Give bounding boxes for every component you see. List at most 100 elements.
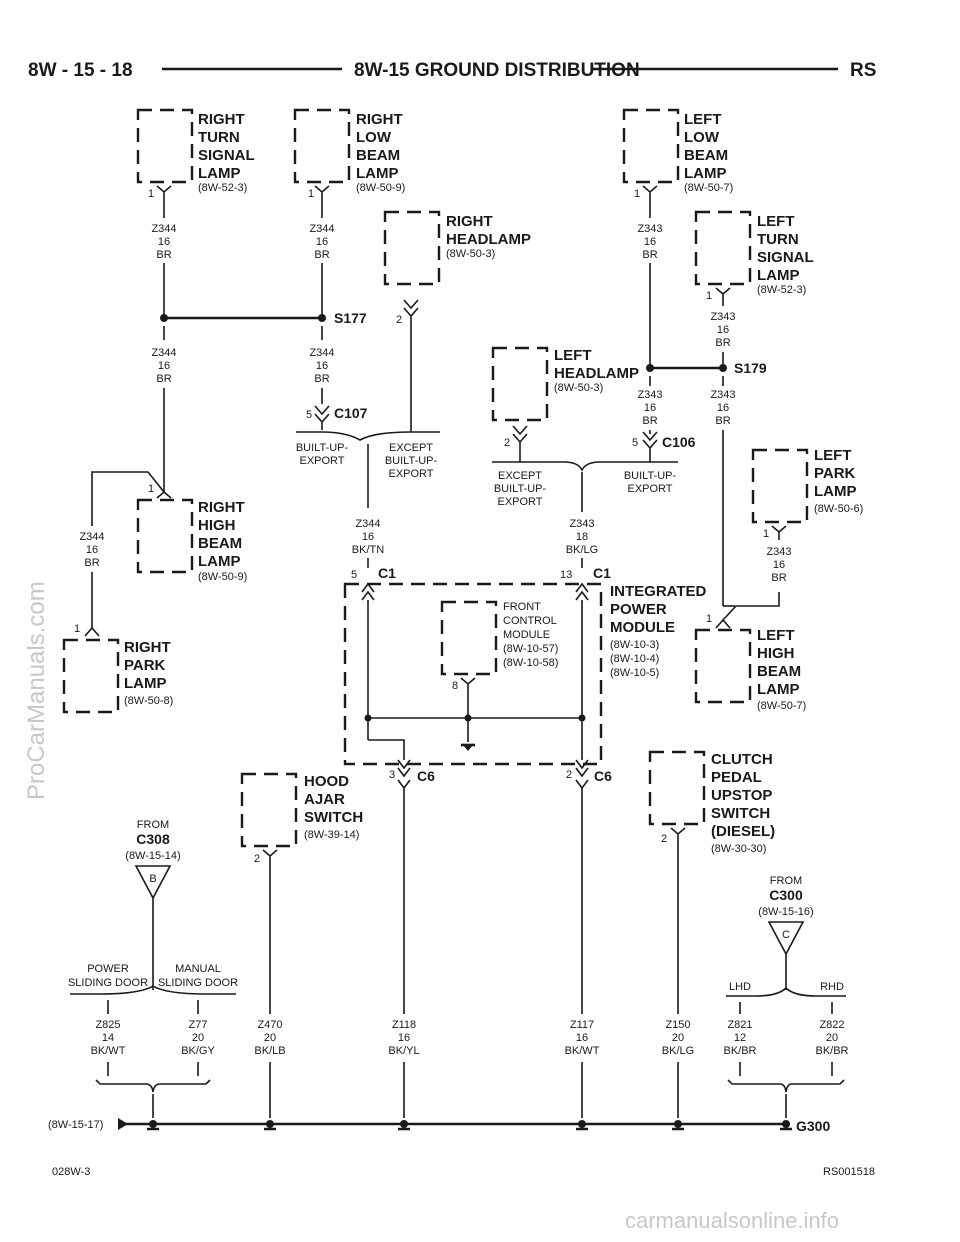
terminal-lhb (715, 618, 731, 629)
name-line-4: LAMP (198, 553, 241, 570)
wire-label-z118: Z118 16 BK/YL (388, 1019, 419, 1057)
c106-label: C106 (662, 434, 696, 450)
wire-label-s179-left: Z343 16 BR (637, 389, 662, 427)
component-box (648, 750, 706, 826)
name-line-3: SWITCH (304, 809, 363, 826)
pin-number: 2 (254, 853, 260, 865)
splice-dot (578, 714, 586, 722)
wire-gauge: 16 (158, 360, 170, 372)
name-line-1: RIGHT (198, 111, 245, 128)
wire-label-rhb: Z344 16 BR (79, 531, 104, 569)
wire-circuit: Z470 (257, 1019, 282, 1031)
right-headlamp: RIGHT HEADLAMP (8W-50-3) 2 (383, 210, 531, 326)
wire-circuit: Z344 (309, 347, 334, 359)
option-line-2: SLIDING DOOR (68, 977, 148, 989)
wire-gauge: 16 (644, 236, 656, 248)
terminal-llb (642, 185, 658, 218)
wire-gauge: 16 (717, 402, 729, 414)
from-letter: B (149, 873, 156, 885)
name-line-4: LAMP (684, 165, 727, 182)
wire-circuit: Z343 (766, 546, 791, 558)
wire-label-z470: Z470 20 BK/LB (254, 1019, 285, 1057)
wire-circuit: Z117 (570, 1019, 594, 1031)
option-builtup-export-2: BUILT-UP- EXPORT (624, 470, 677, 495)
component-box (383, 210, 441, 286)
pin-number: 8 (452, 680, 458, 692)
name-line-3: MODULE (610, 619, 675, 636)
reference-3: (8W-10-5) (610, 667, 659, 679)
wire-label-z77: Z77 20 BK/GY (181, 1019, 215, 1057)
splice-dot (782, 1120, 790, 1128)
wire-circuit: Z821 (727, 1019, 752, 1031)
name-line-1: FRONT (503, 601, 541, 613)
splice-dot (674, 1120, 682, 1128)
reference: (8W-50-9) (356, 182, 405, 194)
right-turn-signal-lamp: RIGHT TURN SIGNAL LAMP (8W-52-3) 1 (136, 108, 255, 200)
option-line-2: EXPORT (627, 483, 672, 495)
pin-number: 1 (706, 290, 712, 302)
terminal-lts (715, 287, 731, 306)
name-line-2: LOW (356, 129, 392, 146)
name-line-1: RIGHT (446, 213, 493, 230)
component-box (62, 638, 120, 714)
merge-brace-door (95, 1079, 211, 1093)
name-line-1: RIGHT (124, 639, 171, 656)
pin-number: 2 (396, 314, 402, 326)
option-line-1: MANUAL (175, 963, 221, 975)
front-control-module: FRONT CONTROL MODULE (8W-10-57) (8W-10-5… (440, 600, 558, 692)
wire-circuit: Z150 (665, 1019, 690, 1031)
page-title: 8W-15 GROUND DISTRIBUTION (354, 60, 640, 81)
footer-right-code: RS001518 (823, 1166, 875, 1178)
wire-gauge: 16 (316, 236, 328, 248)
c1-left-label: C1 (378, 565, 396, 581)
pin-number: 1 (148, 483, 154, 495)
ground-symbol (463, 745, 473, 751)
name-line-3: BEAM (684, 147, 728, 164)
splice-dot (464, 714, 472, 722)
name-line-4: LAMP (198, 165, 241, 182)
option-line-2: BUILT-UP- (494, 483, 547, 495)
from-text: FROM (770, 875, 802, 887)
reference: (8W-39-14) (304, 829, 359, 841)
wire-color: BR (642, 415, 657, 427)
reference: (8W-30-30) (711, 843, 766, 855)
reference: (8W-50-8) (124, 695, 173, 707)
splice-dot (318, 314, 326, 322)
wire-gauge: 20 (826, 1032, 838, 1044)
option-except-builtup-2: EXCEPT BUILT-UP- EXPORT (494, 470, 547, 508)
wire-circuit: Z344 (79, 531, 104, 543)
wire-circuit: Z343 (569, 518, 594, 530)
name-line-2: PARK (814, 465, 856, 482)
wire-circuit: Z343 (637, 223, 662, 235)
name-line-1: LEFT (757, 627, 795, 644)
wire-label-s177-left: Z344 16 BR (151, 347, 176, 385)
wire-gauge: 16 (576, 1032, 588, 1044)
left-headlamp: LEFT HEADLAMP (8W-50-3) 2 (491, 346, 639, 449)
option-rhd: RHD (820, 981, 844, 993)
reference: (8W-50-9) (198, 571, 247, 583)
wire-color: BK/GY (181, 1045, 215, 1057)
name-line-3: BEAM (356, 147, 400, 164)
name-line-1: RIGHT (198, 499, 245, 516)
splice-dot (160, 314, 168, 322)
wire-color: BR (642, 249, 657, 261)
wire-gauge: 14 (102, 1032, 114, 1044)
from-text: FROM (137, 819, 169, 831)
option-line-3: EXPORT (497, 496, 542, 508)
wire-segment (368, 739, 405, 760)
terminal-rhb (156, 490, 172, 499)
name-line-1: LEFT (554, 347, 592, 364)
splice-label-s179: S179 (734, 360, 767, 376)
c106-pin: 5 (632, 437, 638, 449)
wire-gauge: 16 (398, 1032, 410, 1044)
name-line-1: LEFT (757, 213, 795, 230)
wire-gauge: 16 (362, 531, 374, 543)
wire-segment (722, 592, 780, 621)
option-lhd: LHD (729, 981, 751, 993)
name-line-2: HEADLAMP (446, 231, 531, 248)
wire-color: BR (715, 337, 730, 349)
wire-label-z822: Z822 20 BK/BR (815, 1019, 848, 1057)
wire-circuit: Z343 (637, 389, 662, 401)
name-line-2: PARK (124, 657, 166, 674)
c6-left-pin: 3 (389, 769, 395, 781)
